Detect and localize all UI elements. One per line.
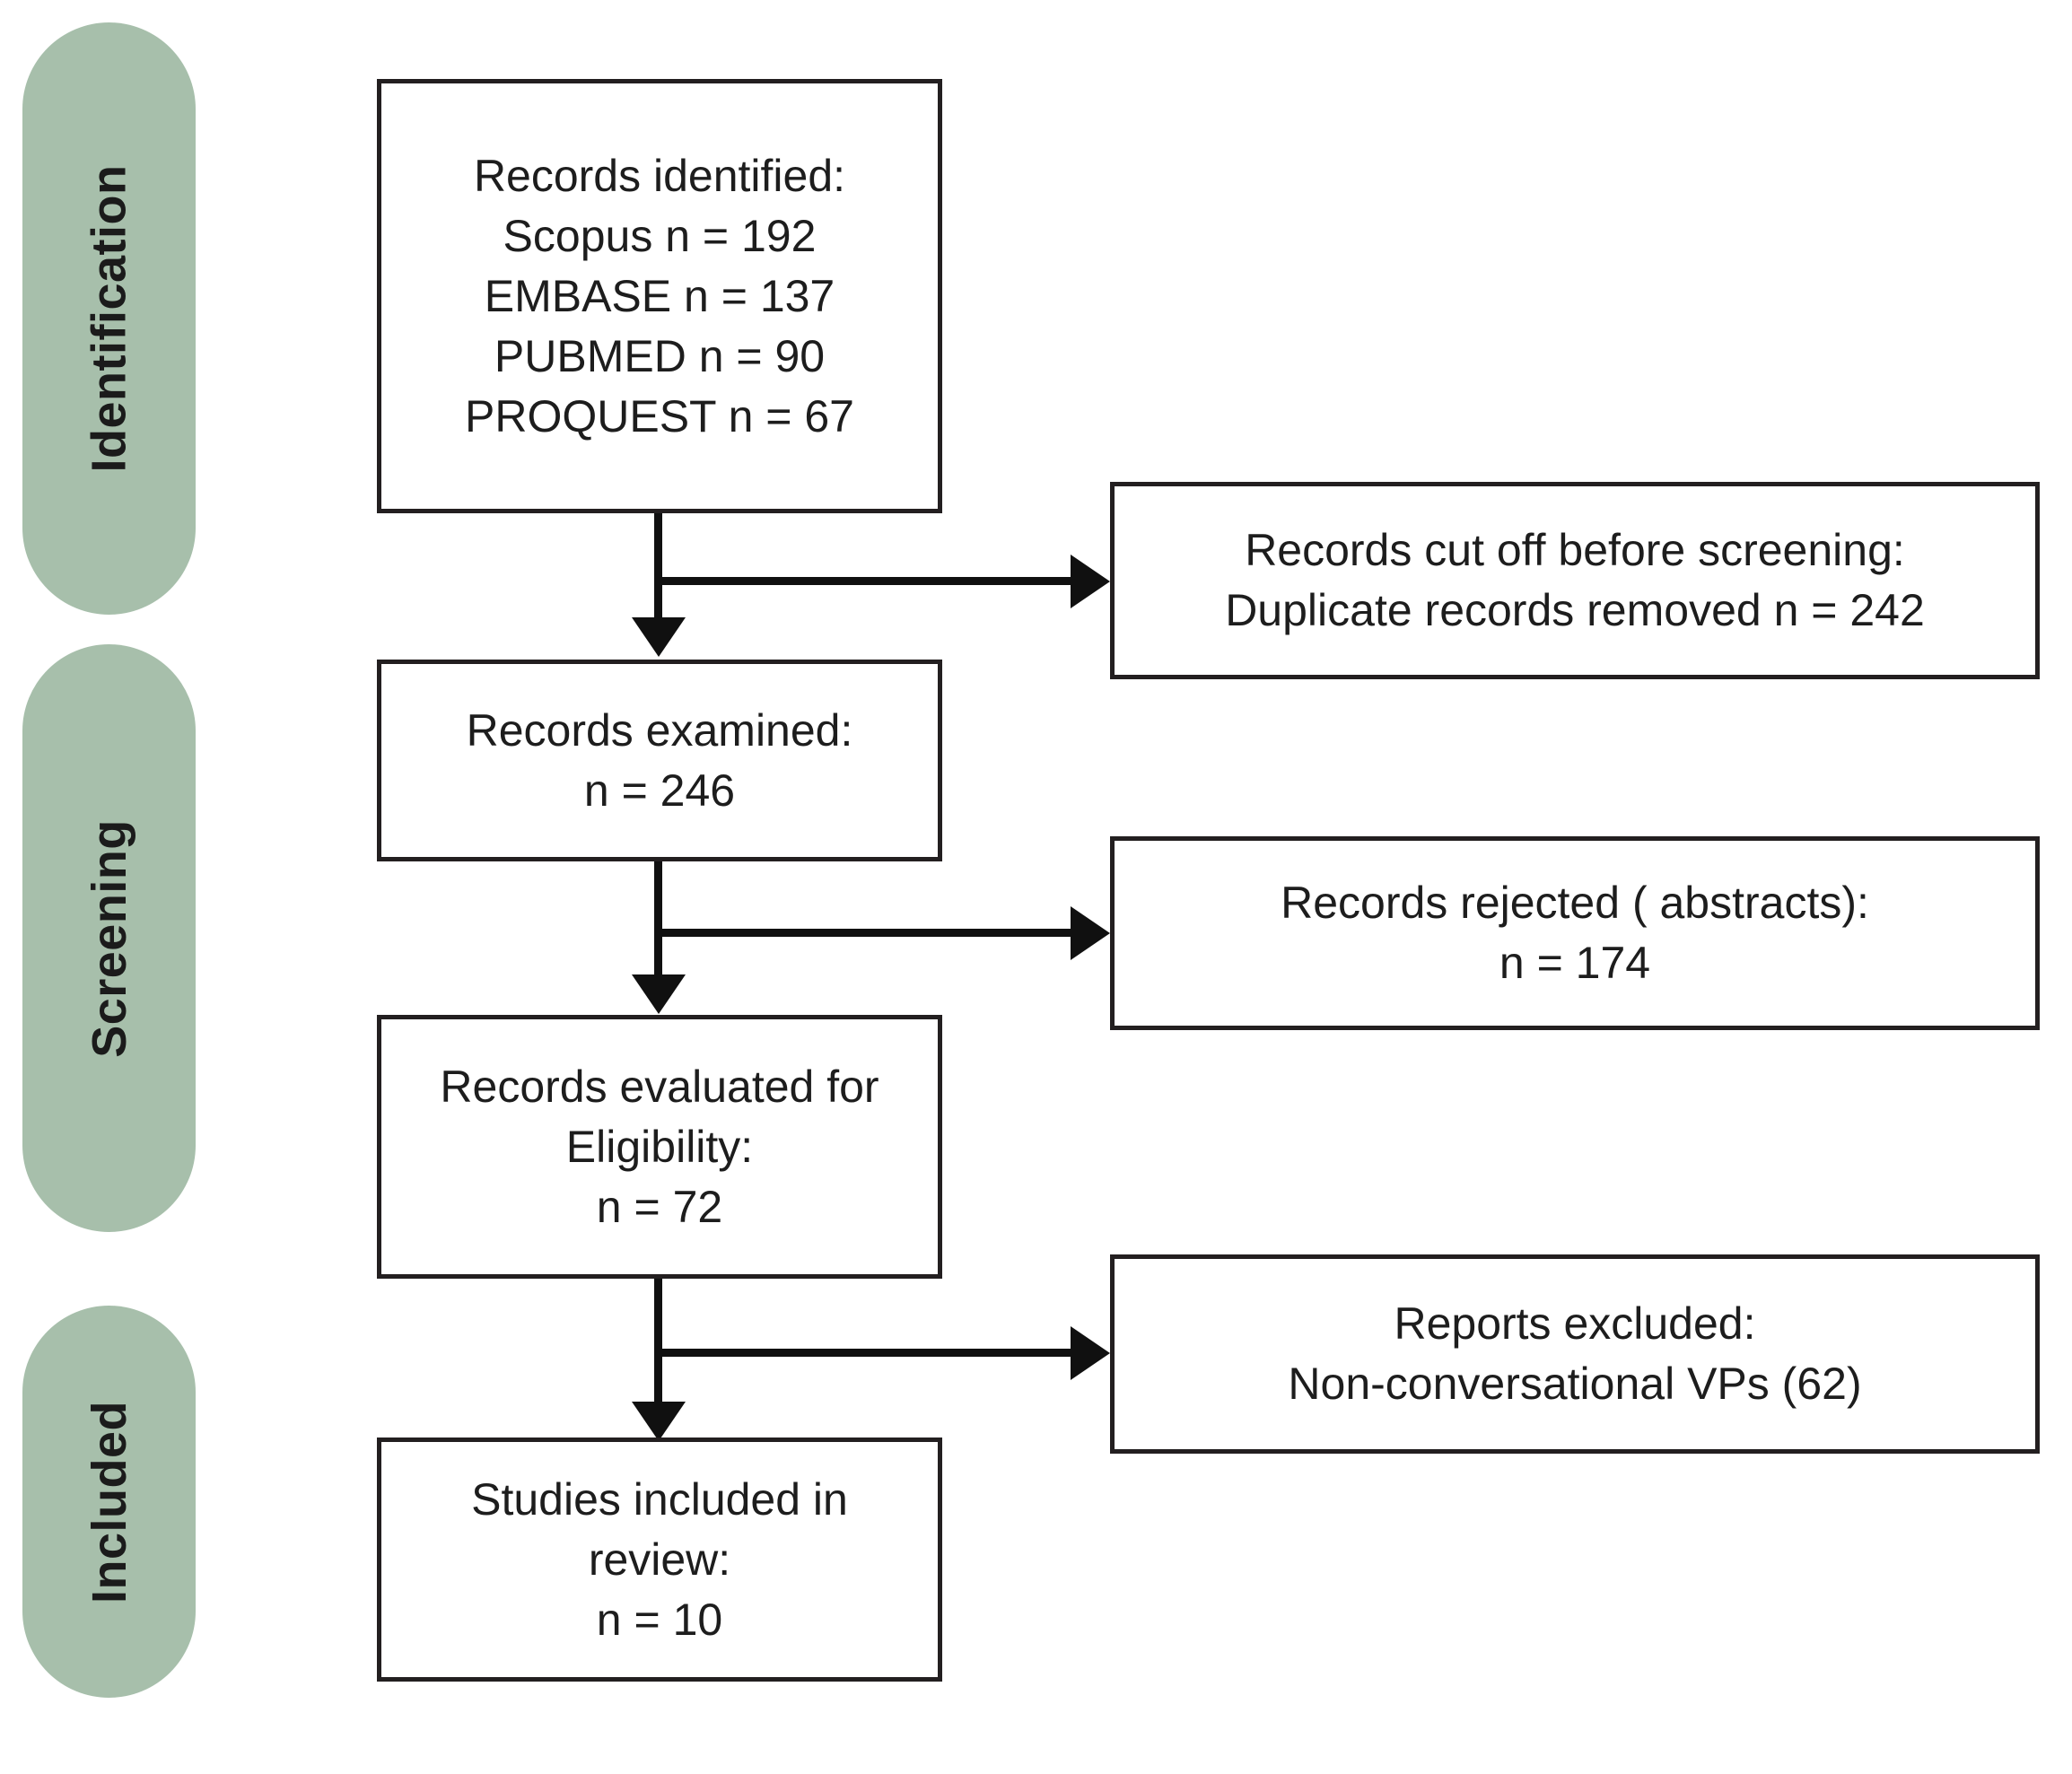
stage-label-screening: Screening [82,818,136,1058]
box-line: PROQUEST n = 67 [465,390,854,441]
box-line: Records rejected ( abstracts): [1281,878,1869,928]
arrow-down-to-examined [632,617,686,657]
connector-identified-to-examined [654,513,662,619]
arrow-right-to-cutoff [1071,555,1110,608]
stage-label-included: Included [82,1400,136,1604]
connector-identified-to-cutoff [658,577,1094,585]
connector-examined-to-rejected [658,929,1094,937]
box-records-examined: Records examined: n = 246 [377,660,942,861]
stage-pill-included: Included [22,1306,196,1698]
box-line: n = 10 [596,1594,723,1645]
box-line: n = 72 [596,1181,723,1232]
arrow-down-to-eligibility [632,974,686,1014]
box-records-identified: Records identified: Scopus n = 192 EMBAS… [377,79,942,513]
box-records-rejected: Records rejected ( abstracts): n = 174 [1110,836,2040,1030]
box-line: review: [588,1534,731,1585]
connector-eligibility-to-excluded [658,1349,1094,1357]
box-reports-excluded: Reports excluded: Non-conversational VPs… [1110,1254,2040,1454]
arrow-right-to-excluded [1071,1326,1110,1380]
stage-pill-screening: Screening [22,644,196,1232]
box-line: Duplicate records removed n = 242 [1225,585,1925,635]
box-line: Reports excluded: [1394,1298,1756,1349]
box-line: PUBMED n = 90 [494,330,826,381]
box-line: EMBASE n = 137 [484,270,835,321]
stage-pill-identification: Identification [22,22,196,615]
box-line: n = 174 [1499,938,1651,988]
box-line: Eligibility: [565,1121,754,1172]
box-studies-included: Studies included in review: n = 10 [377,1438,942,1682]
arrow-down-to-included [632,1402,686,1441]
box-records-cut-off: Records cut off before screening: Duplic… [1110,482,2040,679]
stage-label-identification: Identification [82,164,136,473]
arrow-right-to-rejected [1071,906,1110,960]
connector-eligibility-to-included [654,1279,662,1404]
box-line: Scopus n = 192 [503,210,817,261]
box-line: Records examined: [466,704,853,756]
connector-examined-to-eligibility [654,861,662,976]
box-line: Records identified: [473,150,846,201]
box-line: n = 246 [583,765,736,816]
box-line: Records evaluated for [440,1061,879,1112]
box-line: Records cut off before screening: [1245,525,1905,575]
box-line: Non-conversational VPs (62) [1288,1359,1862,1409]
box-records-evaluated-eligibility: Records evaluated for Eligibility: n = 7… [377,1015,942,1279]
box-line: Studies included in [471,1473,848,1525]
